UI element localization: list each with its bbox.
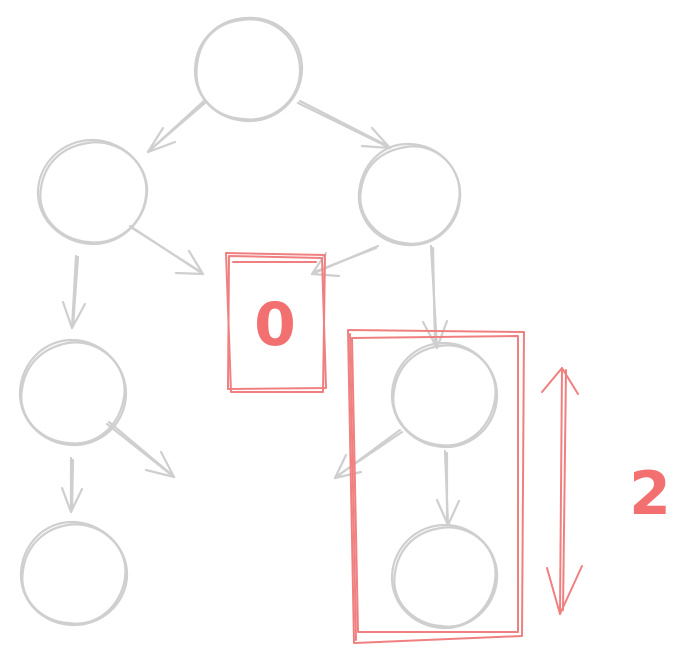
node-right-left — [390, 341, 499, 449]
edge-root-left — [146, 98, 208, 154]
node-right — [357, 142, 462, 247]
node-root — [193, 16, 304, 123]
edge-right-left-null — [333, 428, 404, 480]
edge-root-right — [296, 99, 392, 150]
edge-left-null — [128, 224, 205, 276]
null-node-box — [225, 252, 327, 393]
node-right-left-left — [390, 523, 499, 630]
node-left-left-left — [19, 520, 129, 627]
zero-label: 0 — [254, 290, 296, 360]
edge-left-left-left — [60, 456, 84, 514]
height-arrow — [541, 367, 583, 615]
node-left-left — [18, 338, 128, 447]
edge-left-left — [61, 254, 87, 330]
edge-right-left — [421, 244, 449, 350]
node-left — [36, 138, 149, 246]
subtree-box — [347, 329, 525, 644]
edge-right-left-left — [435, 449, 461, 527]
edge-left-left-null — [105, 420, 176, 479]
height-label: 2 — [629, 459, 671, 529]
